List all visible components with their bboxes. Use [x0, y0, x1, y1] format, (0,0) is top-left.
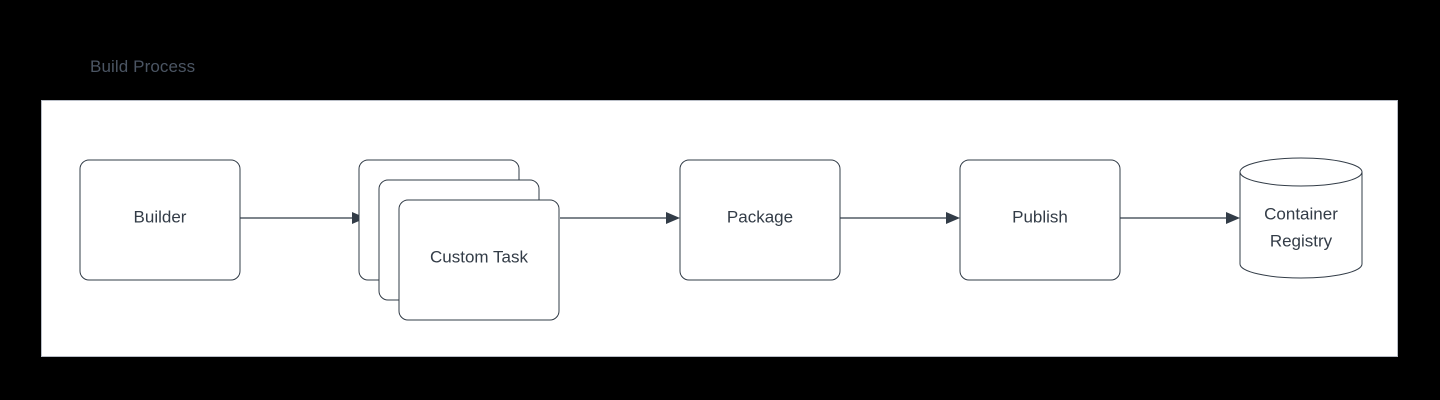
node-builder[interactable]: Builder: [79, 159, 241, 281]
edge-publish-to-container-registry: [1120, 212, 1240, 224]
node-custom-task-label: Custom Task: [430, 247, 528, 266]
node-builder-label: Builder: [134, 207, 187, 226]
node-package[interactable]: Package: [679, 159, 841, 281]
node-container-registry[interactable]: Container Registry: [1239, 157, 1363, 279]
node-publish[interactable]: Publish: [959, 159, 1121, 281]
edge-builder-to-custom-task: [240, 212, 366, 224]
edge-package-to-publish: [840, 212, 960, 224]
node-publish-label: Publish: [1012, 207, 1068, 226]
node-container-registry-label-line1: Container: [1264, 204, 1338, 223]
node-container-registry-label-line2: Registry: [1270, 231, 1333, 250]
node-custom-task[interactable]: Custom Task: [398, 199, 560, 321]
page-title: Build Process: [90, 57, 196, 76]
node-package-label: Package: [727, 207, 793, 226]
edge-custom-task-to-package: [560, 212, 680, 224]
